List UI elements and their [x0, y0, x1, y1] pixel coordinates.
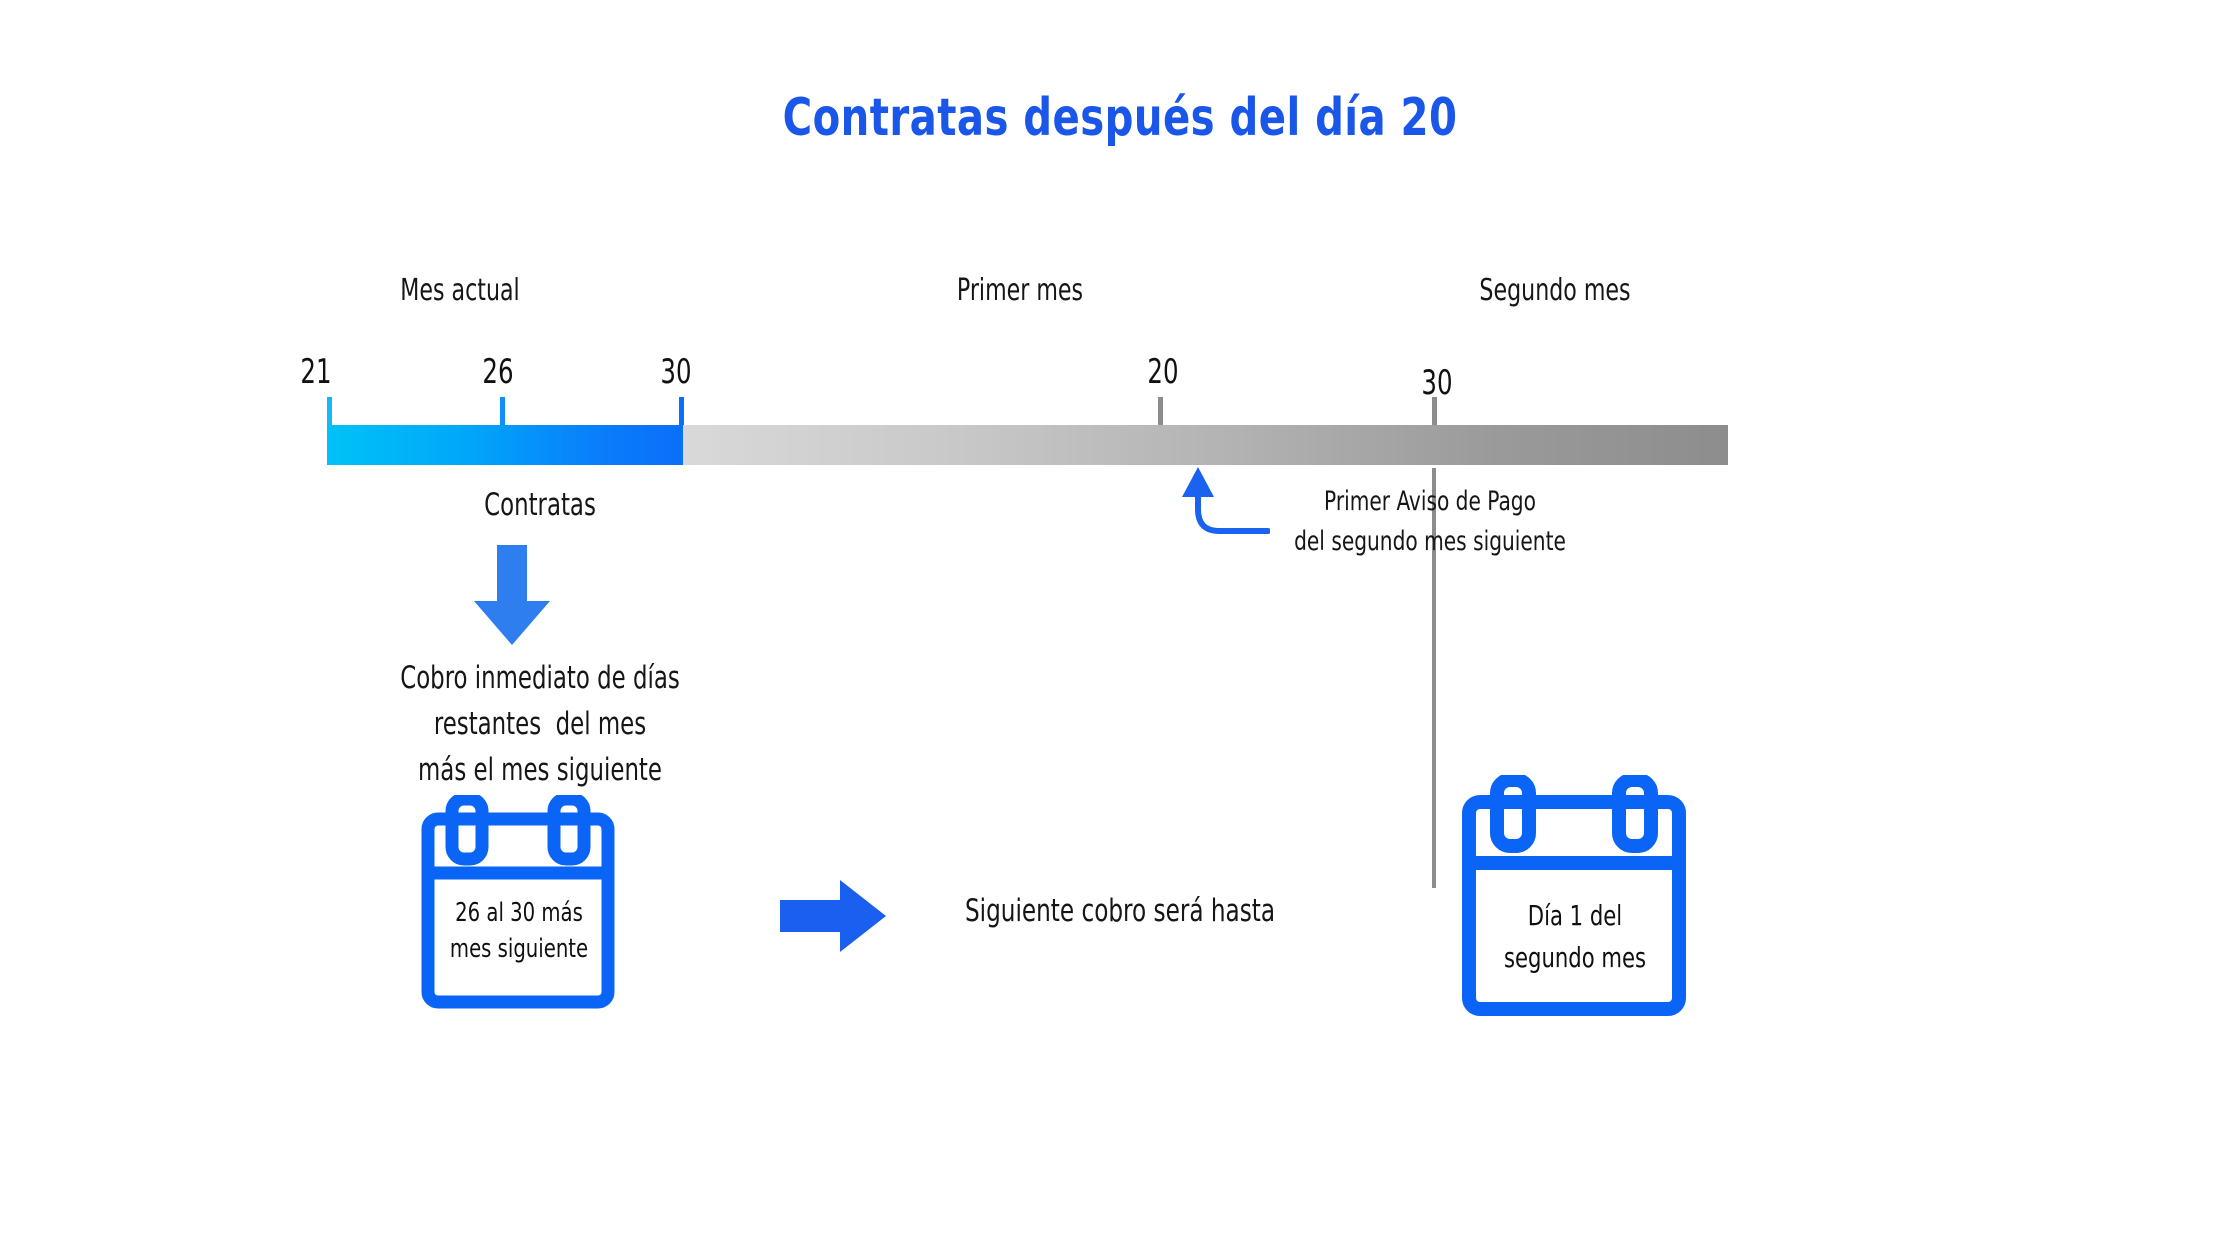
tick-label-26: 26 — [482, 352, 514, 392]
tick-mark-26 — [500, 397, 505, 427]
label-contratas: Contratas — [484, 487, 596, 523]
tick-mark-21 — [327, 397, 332, 427]
section-label-segundo-mes: Segundo mes — [1479, 273, 1631, 308]
arrow-down-icon — [474, 545, 550, 645]
calendar-icon-left — [421, 795, 615, 1009]
tick-label-30-primer-mes: 30 — [1421, 363, 1453, 403]
text-primer-aviso: Primer Aviso de Pago del segundo mes sig… — [1294, 486, 1566, 557]
timeline-bar-current-month — [327, 425, 683, 465]
tick-mark-20 — [1158, 397, 1163, 427]
text-siguiente-cobro: Siguiente cobro será hasta — [964, 893, 1276, 929]
tick-label-20: 20 — [1147, 352, 1179, 392]
timeline-bar-following-months — [683, 425, 1728, 465]
calendar-right-text: Día 1 del segundo mes — [1503, 899, 1647, 974]
text-cobro-inmediato: Cobro inmediato de días restantes del me… — [400, 660, 680, 788]
curved-arrow-up-icon — [1182, 467, 1270, 534]
connector-line-day30 — [1432, 468, 1436, 888]
tick-mark-30-primer-mes — [1432, 397, 1437, 427]
section-label-primer-mes: Primer mes — [956, 273, 1084, 308]
tick-mark-30-mes-actual — [679, 397, 684, 427]
tick-label-30-mes-actual: 30 — [660, 352, 692, 392]
tick-label-21: 21 — [300, 352, 332, 392]
arrow-right-icon — [780, 880, 886, 952]
page-title: Contratas después del día 20 — [782, 88, 1458, 148]
calendar-icon-right — [1462, 775, 1686, 1016]
section-label-mes-actual: Mes actual — [400, 273, 520, 308]
calendar-left-text: 26 al 30 más mes siguiente — [449, 898, 589, 964]
